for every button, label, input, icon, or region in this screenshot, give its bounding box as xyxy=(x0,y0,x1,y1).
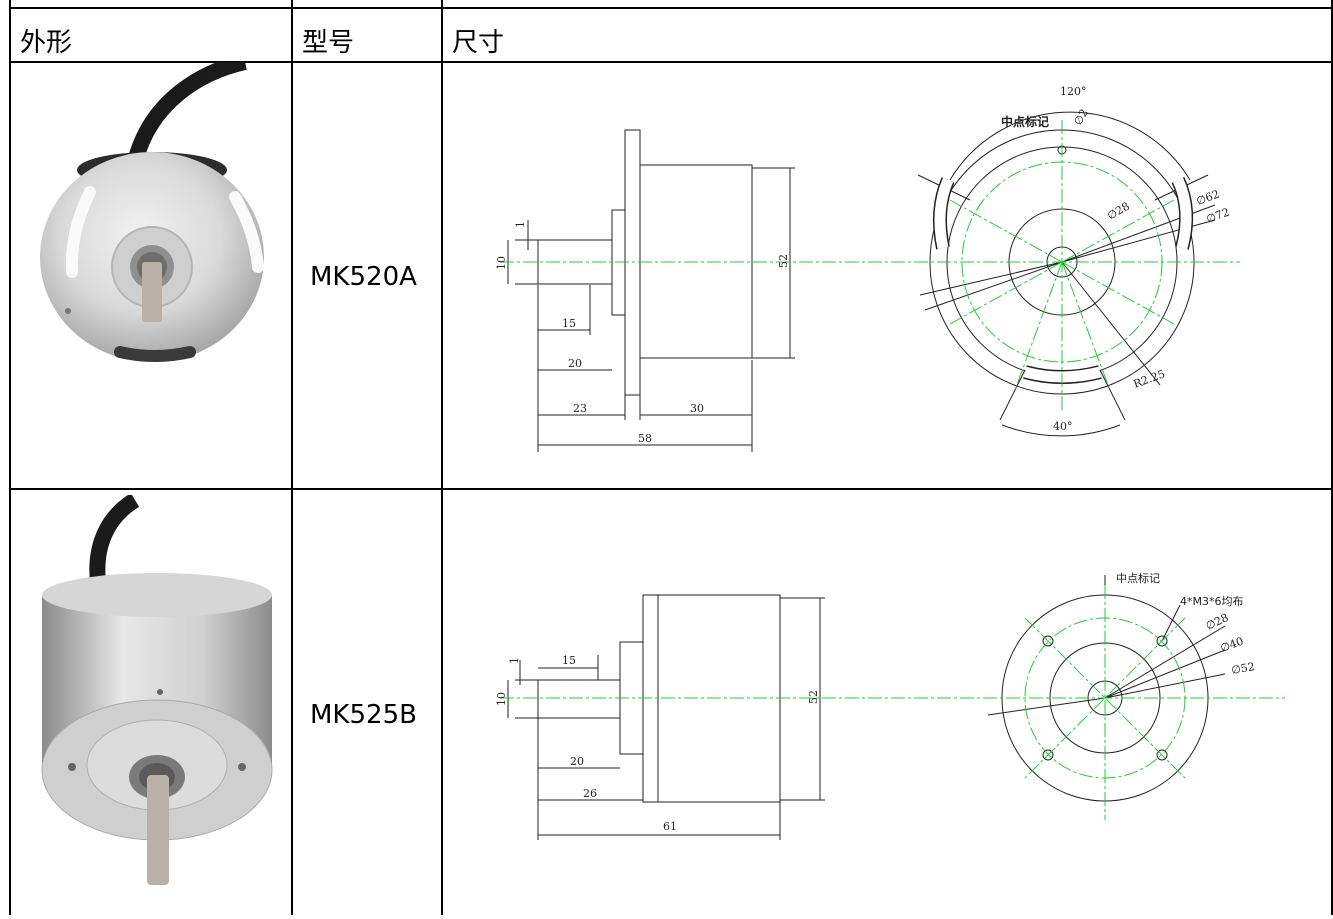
header-model: 型号 xyxy=(302,28,355,58)
dimension-drawing-mk520a: 120° 中点标记 ∅2 ∅28 ∅62 ∅72 R2.25 40° 1 10 … xyxy=(480,80,1280,470)
dim-20-label: 20 xyxy=(568,357,582,370)
header-appearance: 外形 xyxy=(20,28,73,58)
dia-40-label: ∅40 xyxy=(1219,635,1246,655)
table-border-top xyxy=(9,7,1333,9)
product-photo-mk520a xyxy=(30,54,280,482)
angle-label-40: 40° xyxy=(1053,420,1073,433)
dim-58-label: 58 xyxy=(638,432,652,445)
dia-28-label: ∅28 xyxy=(1105,200,1132,223)
midpoint-mark-label: 中点标记 xyxy=(1116,571,1160,585)
dim-10-label: 10 xyxy=(495,692,508,706)
header-dimensions: 尺寸 xyxy=(452,28,505,58)
dia-52-label: ∅52 xyxy=(1230,660,1255,677)
dim-1-label: 1 xyxy=(508,657,521,664)
dim-10-label: 10 xyxy=(495,256,508,270)
column-divider-2 xyxy=(441,0,443,915)
thread-note-label: 4*M3*6均布 xyxy=(1180,595,1244,608)
dia-28-label: ∅28 xyxy=(1204,611,1231,633)
dim-52-label: 52 xyxy=(777,254,790,268)
product-photo-mk525b xyxy=(30,493,280,915)
midpoint-mark-label: 中点标记 xyxy=(1001,114,1049,129)
dim-15-label: 15 xyxy=(562,317,576,330)
table-border-right xyxy=(1331,0,1333,915)
header-divider xyxy=(9,61,1333,63)
dim-61-label: 61 xyxy=(663,820,677,833)
model-mk525b: MK525B xyxy=(310,700,417,730)
model-mk520a: MK520A xyxy=(310,262,417,292)
dim-1-label: 1 xyxy=(514,221,527,228)
dim-52-label: 52 xyxy=(807,690,820,704)
dim-15-label: 15 xyxy=(562,654,576,667)
dia-72-label: ∅72 xyxy=(1205,206,1232,226)
angle-label-120: 120° xyxy=(1060,85,1087,98)
column-divider-1 xyxy=(291,0,293,915)
dim-23-label: 23 xyxy=(573,402,587,415)
dimension-drawing-mk525b: 中点标记 4*M3*6均布 ∅28 ∅40 ∅52 1 10 15 20 26 … xyxy=(480,560,1300,860)
table-border-left xyxy=(9,0,11,915)
dim-20-label: 20 xyxy=(570,755,584,768)
dim-26-label: 26 xyxy=(583,787,597,800)
dim-30-label: 30 xyxy=(690,402,704,415)
dia-62-label: ∅62 xyxy=(1195,188,1222,208)
row-divider xyxy=(9,488,1333,490)
dia-2-label: ∅2 xyxy=(1071,107,1091,128)
